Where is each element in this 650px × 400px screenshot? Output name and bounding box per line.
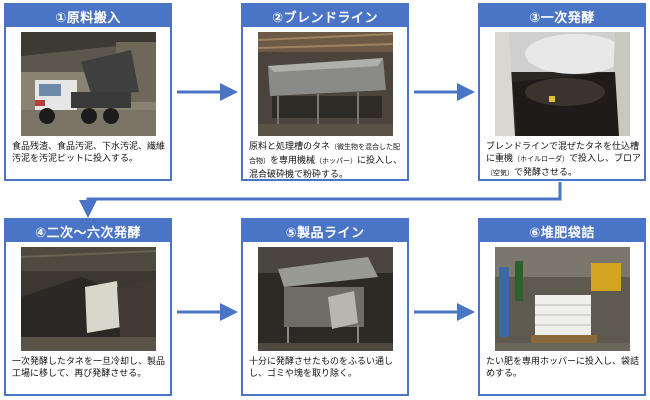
step-title: ②ブレンドライン: [243, 5, 407, 27]
photo-secondary-fermentation: [21, 247, 156, 351]
step-description: 十分に発酵させたものをふるい通しし、ゴミや塊を取り除く。: [249, 356, 394, 378]
step-card-5: ⑤製品ライン 十分に発酵させたものをふるい通しし、ゴミや塊を取り除く。: [241, 218, 409, 396]
step-description: ブレンドラインで混ぜたタネを仕込槽に重機（ホイルローダ）で投入し、ブロア（空気）…: [486, 141, 642, 177]
photo-blend-line: [258, 32, 393, 136]
step-card-2: ②ブレンドライン 原料と処理槽のタネ（微生物を混合した配合物）を専用機械（ホッパ…: [241, 3, 409, 181]
step-card-4: ④二次～六次発酵 一次発酵したタネを一旦冷却し、製品工場に移して、再び発酵させる…: [4, 218, 172, 396]
photo-dump-truck: [21, 32, 156, 136]
step-card-3: ③一次発酵 ブレンドラインで混ぜたタネを仕込槽に重機（ホイルローダ）で投入し、ブ…: [478, 3, 646, 181]
step-description: たい肥を専用ホッパーに投入し、袋詰めする。: [486, 356, 640, 378]
photo-product-line: [258, 247, 393, 351]
step-title: ⑤製品ライン: [243, 220, 407, 242]
arrow-3-4: [79, 182, 562, 218]
step-title: ③一次発酵: [480, 5, 644, 27]
step-description: 一次発酵したタネを一旦冷却し、製品工場に移して、再び発酵させる。: [12, 356, 166, 378]
step-description: 原料と処理槽のタネ（微生物を混合した配合物）を専用機械（ホッパー）に投入し、混合…: [249, 141, 403, 179]
step-title: ①原料搬入: [6, 5, 170, 27]
step-description: 食品残渣、食品汚泥、下水汚泥、繊維汚泥を汚泥ピットに投入する。: [12, 141, 166, 163]
step-title: ⑥堆肥袋詰: [480, 220, 644, 242]
step-title: ④二次～六次発酵: [6, 220, 170, 242]
photo-compost-bagging: [495, 247, 630, 351]
photo-primary-fermentation: [495, 32, 630, 136]
step-card-1: ①原料搬入 食品残渣、食品汚泥、下水汚泥、繊維汚泥を汚泥ピットに投入する。: [4, 3, 172, 181]
step-card-6: ⑥堆肥袋詰 たい肥を専用ホッパーに投入し、袋詰めする。: [478, 218, 646, 396]
